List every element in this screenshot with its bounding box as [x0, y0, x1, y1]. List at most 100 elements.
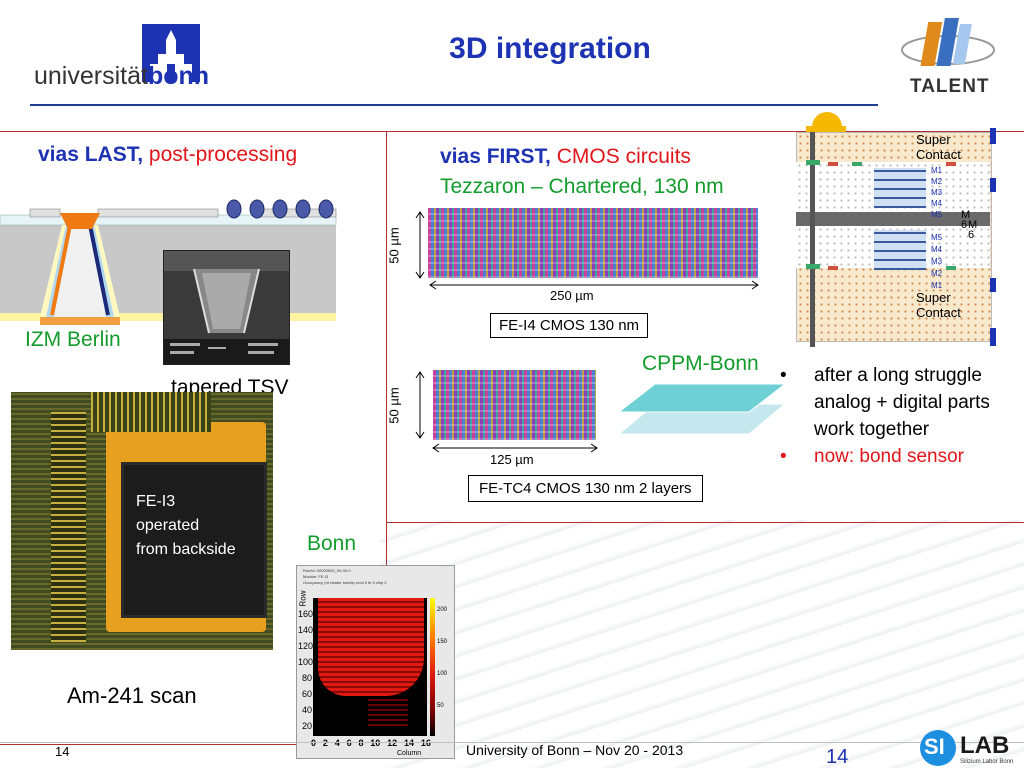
- scan-plot-title-2: Module: FE-I3: [303, 574, 329, 579]
- x-tick-8: 8: [358, 738, 364, 748]
- cppm-layers-graphic: [617, 383, 787, 435]
- lower-layer-m4: M4: [931, 245, 943, 254]
- scan-x-label: Column: [397, 750, 422, 757]
- fei3-module-photo: FE-I3 operated from backside: [11, 392, 273, 650]
- vias-first-heading: vias FIRST, CMOS circuits: [440, 145, 691, 169]
- right-edge-markers: [990, 128, 998, 348]
- y-tick-20: 20: [301, 721, 312, 731]
- background-texture: [380, 520, 1024, 768]
- cppm-bonn-label: CPPM-Bonn: [642, 352, 759, 375]
- footer-divider: [0, 742, 1024, 743]
- footer-text: University of Bonn – Nov 20 - 2013: [466, 742, 684, 758]
- stack-top-label-2: Contact: [916, 147, 961, 162]
- scan-plot-title-1: Run/id: 00000000_00-00-0: [303, 568, 351, 573]
- tezzaron-subheading: Tezzaron – Chartered, 130 nm: [440, 175, 724, 198]
- x-tick-10: 10: [370, 738, 381, 748]
- stack-top-bump: [812, 112, 842, 128]
- bullet-text-1: after a long struggle analog + digital p…: [814, 365, 990, 440]
- fei3-label-line-1: FE-I3: [136, 493, 176, 510]
- upper-layer-m3: M3: [931, 188, 943, 197]
- university-logo-bold: bonn: [147, 62, 210, 90]
- m6-label-d: 6: [968, 229, 975, 241]
- x-tick-2: 2: [322, 738, 328, 748]
- scan-plot-fringe: [368, 696, 408, 726]
- bullet-dot-2: •: [780, 446, 787, 467]
- bonn-crest: [142, 24, 200, 82]
- y-tick-60: 60: [301, 689, 312, 699]
- talent-logo-text: TALENT: [910, 76, 990, 97]
- am-scan-plot: Run/id: 00000000_00-00-0 Module: FE-I3 O…: [296, 565, 455, 759]
- colorbar-tick-150: 150: [437, 639, 448, 645]
- tsv-sem-image: [163, 250, 290, 365]
- fetc4-dim-height: 50 µm: [386, 370, 430, 440]
- m6-label-b: M: [968, 219, 978, 231]
- fei4-height-label: 50 µm: [386, 227, 402, 264]
- slide-title: 3D integration: [449, 32, 651, 65]
- y-tick-120: 120: [298, 641, 314, 651]
- bullet-item-2: • now: bond sensor: [780, 443, 1010, 470]
- silab-logo-lab: LAB: [960, 732, 1010, 759]
- silab-logo-sub: Silizium Labor Bonn: [960, 759, 1014, 765]
- scan-plot-title-3: Occupancy (of cluster seeds) mod 0 fe 0 …: [303, 580, 387, 585]
- x-tick-14: 14: [404, 738, 415, 748]
- vias-last-bold: vias LAST,: [38, 143, 144, 166]
- x-tick-6: 6: [346, 738, 352, 748]
- university-logo-prefix: universität: [34, 62, 148, 90]
- x-tick-16: 16: [420, 738, 431, 748]
- fei3-label-line-3: from backside: [136, 541, 236, 558]
- bullet-item-1: • after a long struggle analog + digital…: [780, 362, 1010, 443]
- silab-logo-circle: [920, 730, 956, 766]
- upper-layer-m4: M4: [931, 199, 943, 208]
- fetc4-dim-width: [432, 443, 598, 453]
- scan-plot-area: [313, 598, 427, 736]
- izm-berlin-label: IZM Berlin: [25, 328, 121, 351]
- fetc4-width-label: 125 µm: [490, 452, 534, 467]
- fei4-name-box: FE-I4 CMOS 130 nm: [490, 313, 649, 338]
- fetc4-height-label: 50 µm: [386, 387, 402, 424]
- scan-plot-colorbar: [430, 598, 435, 736]
- scan-plot-hot-region: [318, 598, 424, 696]
- silab-logo-si: SI: [924, 734, 945, 759]
- fei3-label-line-2: operated: [136, 517, 200, 534]
- vias-last-rest: post-processing: [148, 143, 298, 166]
- y-tick-100: 100: [298, 657, 314, 667]
- university-logo: universitätbonn: [30, 20, 210, 90]
- header-divider: [30, 104, 878, 106]
- vias-first-bold: vias FIRST,: [440, 145, 551, 168]
- lower-layer-m3: M3: [931, 257, 943, 266]
- fei4-width-label: 250 µm: [550, 288, 594, 303]
- bullet-text-2: now: bond sensor: [814, 446, 964, 467]
- lower-layer-m1: M1: [931, 281, 943, 290]
- page-number-right: 14: [826, 746, 849, 768]
- stack-bottom-label-1: Super: [916, 290, 951, 305]
- lower-layer-m5: M5: [931, 233, 943, 242]
- page-number-left: 14: [55, 744, 70, 759]
- vias-first-rest: CMOS circuits: [556, 145, 691, 168]
- y-tick-80: 80: [301, 673, 312, 683]
- upper-layer-m5: M5: [931, 210, 943, 219]
- scan-y-label: Row: [298, 590, 308, 607]
- colorbar-tick-100: 100: [437, 671, 448, 677]
- right-panel-frame: [386, 131, 1024, 523]
- colorbar-tick-50: 50: [437, 703, 444, 709]
- upper-layer-m2: M2: [931, 177, 943, 186]
- fei4-dim-height: 50 µm: [386, 210, 430, 280]
- x-tick-4: 4: [334, 738, 340, 748]
- x-tick-12: 12: [387, 738, 398, 748]
- talent-logo: TALENT: [890, 12, 1010, 102]
- bullet-dot-1: •: [780, 365, 787, 386]
- x-tick-0: 0: [311, 738, 317, 748]
- m6-label-c: 6: [961, 219, 968, 231]
- fei4-chip-image: [428, 208, 758, 278]
- upper-layer-m1: M1: [931, 166, 943, 175]
- stack-cross-section: Super Contact M1 M2 M3 M4 M5 M 6 M 6 M5 …: [796, 112, 996, 347]
- silab-logo: SI LAB Silizium Labor Bonn: [920, 728, 1024, 768]
- lower-layer-m2: M2: [931, 269, 943, 278]
- bonn-label: Bonn: [307, 532, 357, 555]
- y-tick-40: 40: [301, 705, 312, 715]
- vias-last-heading: vias LAST, post-processing: [38, 143, 297, 167]
- stack-top-label-1: Super: [916, 132, 951, 147]
- fei4-dim-width: [429, 280, 759, 290]
- bullet-list: • after a long struggle analog + digital…: [780, 362, 1010, 470]
- y-tick-160: 160: [298, 609, 314, 619]
